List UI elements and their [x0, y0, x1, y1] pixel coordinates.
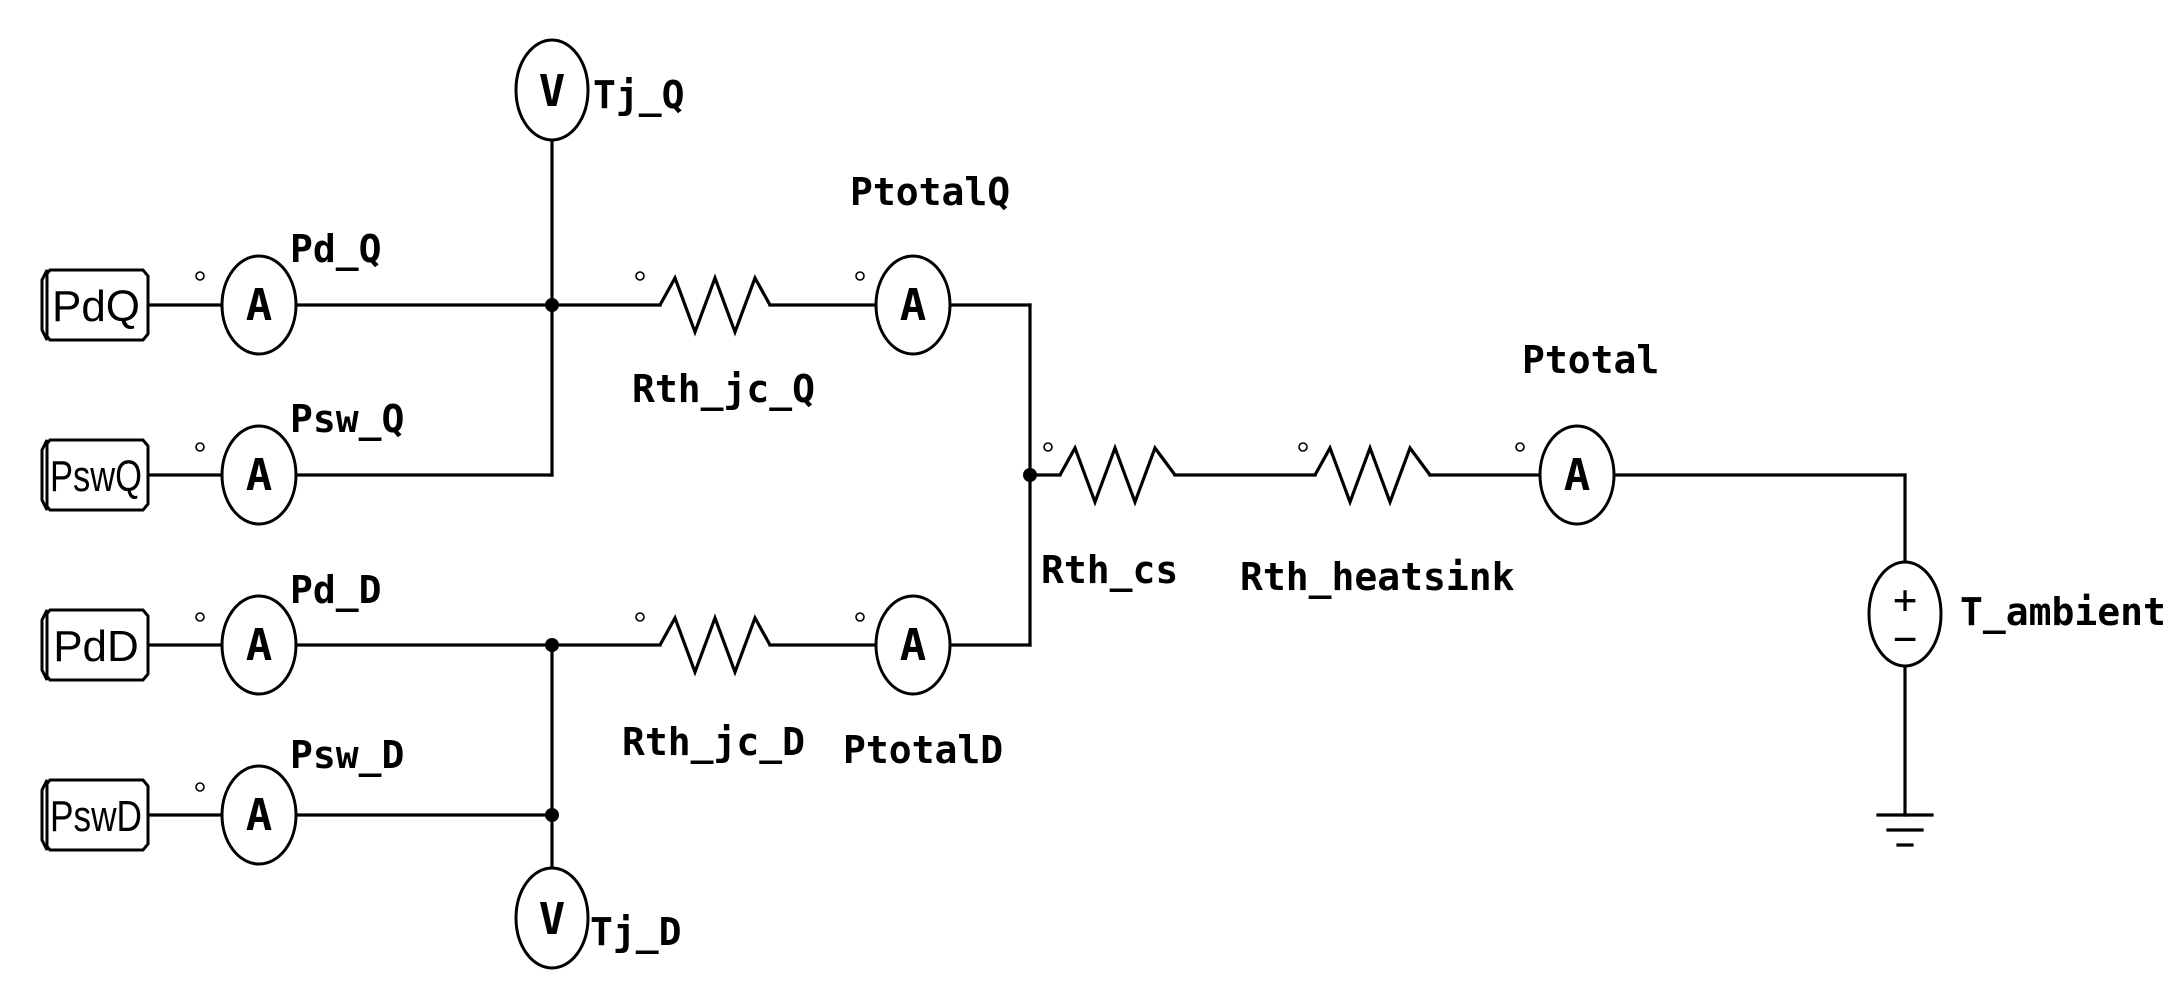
label-pd-q: Pd_Q — [290, 227, 382, 271]
ammeter-symbol: A — [900, 620, 927, 671]
voltmeter-tj-d[interactable]: V — [514, 866, 590, 970]
resistor-rth-jc-q[interactable] — [658, 273, 772, 337]
ammeter-symbol: A — [246, 280, 273, 331]
ammeter-ptotal-q[interactable]: A — [874, 254, 952, 356]
polarity-dots — [195, 271, 1525, 792]
voltmeter-tj-q[interactable]: V — [514, 38, 590, 142]
source-pswq-label: PswQ — [50, 452, 142, 501]
resistor-rth-jc-d[interactable] — [658, 613, 772, 677]
source-pdq-label: PdQ — [52, 282, 140, 331]
ground-icon — [1876, 813, 1934, 847]
label-tj-q: Tj_Q — [593, 73, 685, 117]
junction-node — [1023, 468, 1037, 482]
junction-node — [545, 638, 559, 652]
label-ptotal-d: PtotalD — [843, 728, 1003, 772]
ammeter-symbol: A — [246, 620, 273, 671]
label-pd-d: Pd_D — [290, 568, 382, 612]
junction-node — [545, 298, 559, 312]
wires — [146, 116, 1907, 872]
label-rth-cs: Rth_cs — [1041, 548, 1178, 592]
source-pswd[interactable]: PswD — [40, 778, 150, 852]
label-t-ambient: T_ambient — [1960, 590, 2166, 634]
resistors — [658, 273, 1432, 677]
ammeter-ptotal[interactable]: A — [1538, 424, 1616, 526]
ammeter-symbol: A — [900, 280, 927, 331]
label-rth-heatsink: Rth_heatsink — [1240, 555, 1515, 599]
label-rth-jc-d: Rth_jc_D — [622, 720, 805, 764]
junction-node — [545, 808, 559, 822]
source-pdd-label: PdD — [53, 622, 139, 671]
resistor-rth-heatsink[interactable] — [1313, 443, 1432, 507]
junctions — [545, 298, 1037, 822]
label-ptotal-q: PtotalQ — [850, 170, 1010, 214]
label-psw-d: Psw_D — [290, 733, 404, 777]
ammeter-ptotal-d[interactable]: A — [874, 594, 952, 696]
voltmeter-symbol: V — [539, 66, 566, 117]
label-rth-jc-q: Rth_jc_Q — [632, 367, 815, 411]
source-pdq[interactable]: PdQ — [40, 268, 150, 342]
ammeter-symbol: A — [246, 790, 273, 841]
source-pswd-label: PswD — [50, 792, 142, 841]
voltage-source-t-ambient[interactable]: + − — [1867, 560, 1943, 668]
plus-sign: + — [1893, 577, 1917, 623]
ammeter-pd-d[interactable]: A — [220, 594, 298, 696]
ammeter-psw-d[interactable]: A — [220, 764, 298, 866]
ammeter-symbol: A — [1564, 450, 1591, 501]
label-tj-d: Tj_D — [590, 910, 682, 954]
component-labels: Tj_Q Pd_Q Psw_Q Pd_D Psw_D Tj_D PtotalQ … — [290, 73, 2166, 954]
label-ptotal: Ptotal — [1522, 338, 1659, 382]
voltmeter-symbol: V — [539, 894, 566, 945]
ammeter-pd-q[interactable]: A — [220, 254, 298, 356]
label-psw-q: Psw_Q — [290, 397, 404, 441]
source-pswq[interactable]: PswQ — [40, 438, 150, 512]
ammeter-psw-q[interactable]: A — [220, 424, 298, 526]
resistor-rth-cs[interactable] — [1058, 443, 1177, 507]
source-pdd[interactable]: PdD — [40, 608, 150, 682]
ammeter-symbol: A — [246, 450, 273, 501]
minus-sign: − — [1893, 616, 1917, 662]
